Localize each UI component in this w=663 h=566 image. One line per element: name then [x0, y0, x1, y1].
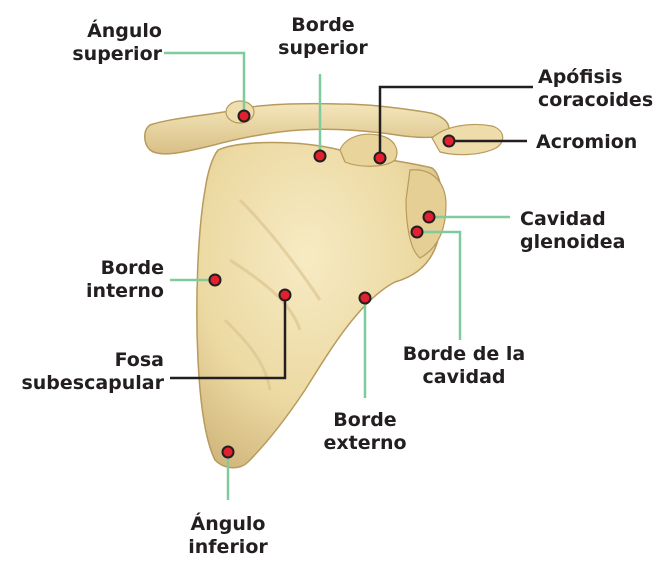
marker-borde-interno: [210, 275, 221, 286]
marker-borde-externo: [360, 293, 371, 304]
label-cavidad-glenoidea: Cavidad glenoidea: [520, 208, 640, 254]
label-apofisis-coracoides: Apófisis coracoides: [538, 66, 660, 112]
label-angulo-superior: Ángulo superior: [60, 20, 162, 66]
marker-angulo-inferior: [223, 447, 234, 458]
marker-borde-cavidad: [412, 227, 423, 238]
marker-angulo-superior: [239, 111, 250, 122]
marker-acromion: [444, 136, 455, 147]
marker-borde-superior: [315, 151, 326, 162]
label-borde-superior: Borde superior: [268, 14, 378, 60]
label-borde-externo: Borde externo: [312, 409, 418, 455]
label-borde-de-la-cavidad: Borde de la cavidad: [390, 343, 538, 389]
marker-fosa: [280, 290, 291, 301]
marker-apofisis: [375, 153, 386, 164]
coracoid-process: [340, 134, 397, 166]
label-borde-interno: Borde interno: [60, 257, 164, 303]
label-fosa-subescapular: Fosa subescapular: [4, 349, 164, 395]
label-acromion: Acromion: [536, 131, 656, 154]
marker-cavidad: [424, 212, 435, 223]
label-angulo-inferior: Ángulo inferior: [172, 513, 284, 559]
